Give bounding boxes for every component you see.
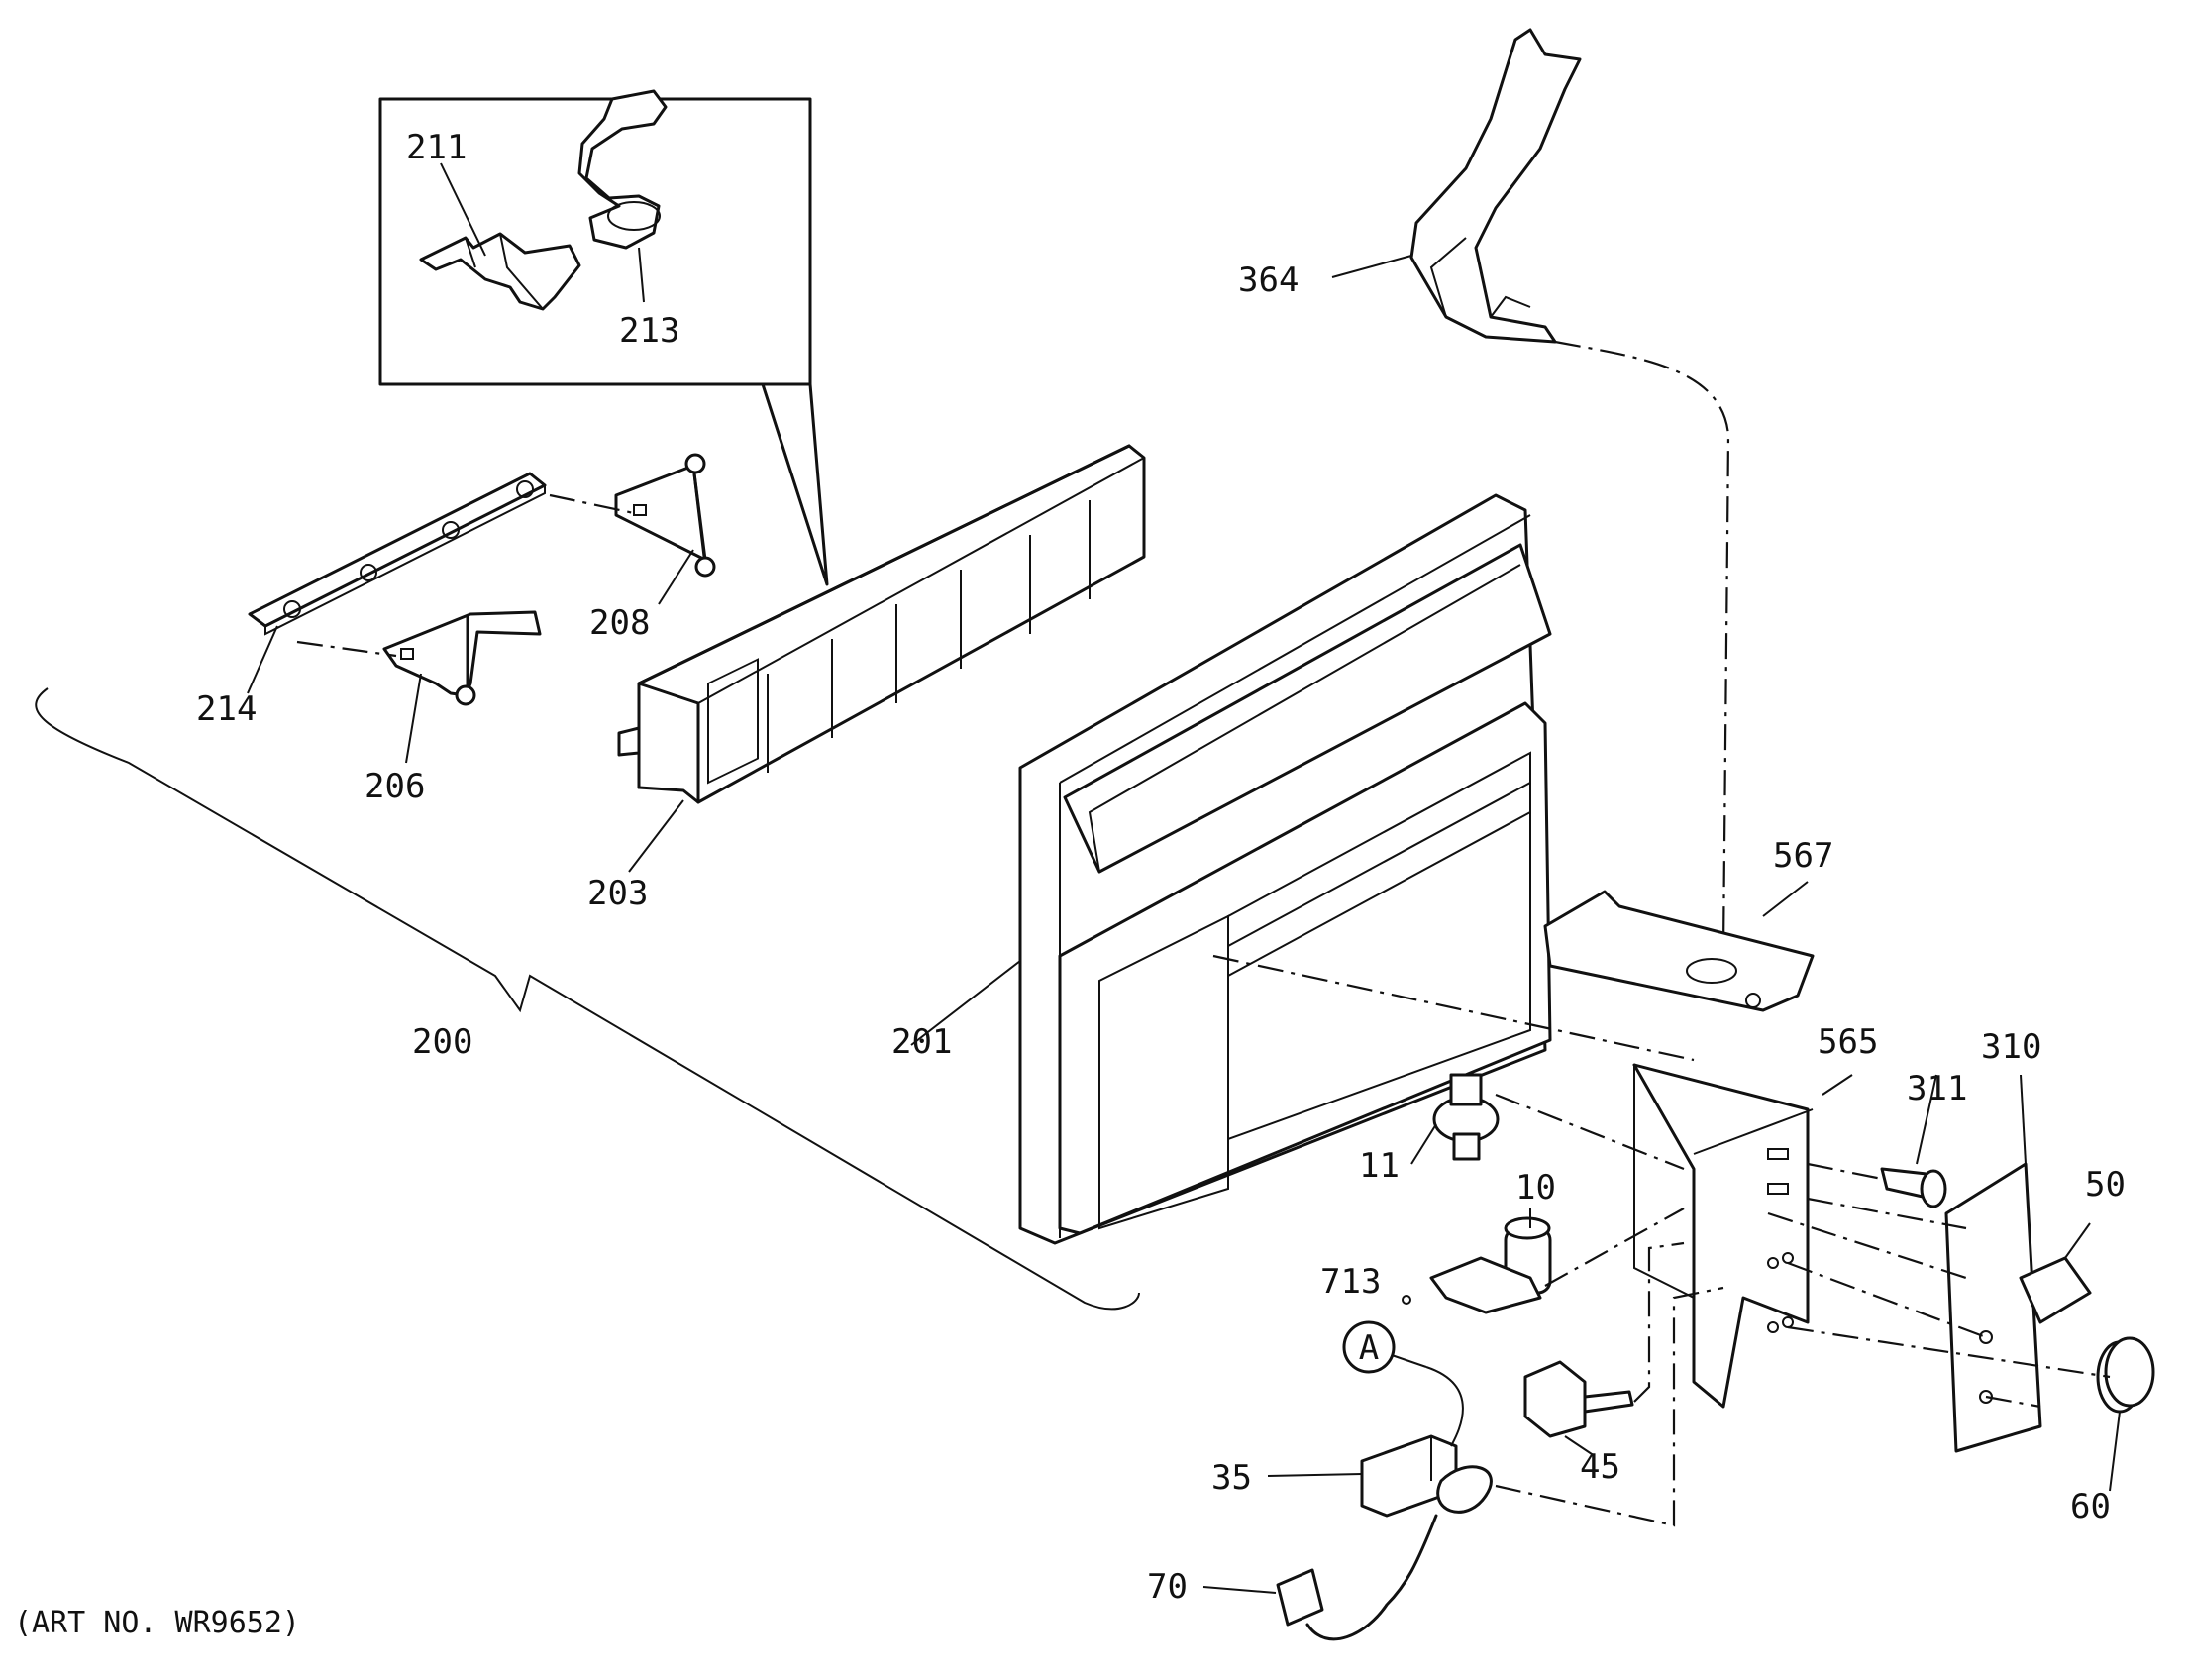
label-311: 311	[1907, 1069, 1967, 1108]
rail-214	[247, 472, 547, 694]
clip-213	[577, 89, 668, 303]
plug-35	[1267, 1434, 1493, 1518]
rocker-switch-50	[2019, 1222, 2092, 1324]
label-214: 214	[196, 689, 257, 729]
label-206: 206	[364, 767, 425, 806]
label-60: 60	[2070, 1487, 2111, 1526]
plug-70	[1202, 1568, 1324, 1627]
label-567: 567	[1773, 836, 1833, 876]
brace-200	[35, 687, 1140, 1311]
label-200: 200	[412, 1022, 472, 1062]
label-203: 203	[587, 874, 648, 913]
label-45: 45	[1580, 1447, 1620, 1487]
clamp-713	[1402, 1256, 1542, 1314]
label-10: 10	[1515, 1168, 1556, 1208]
label-213: 213	[619, 311, 679, 351]
switch-plate-310	[1944, 1074, 2042, 1453]
callout-a-letter: A	[1359, 1328, 1379, 1368]
thermostat-11	[1410, 1073, 1500, 1165]
label-713: 713	[1320, 1262, 1381, 1302]
front-grille-201	[910, 493, 1552, 1245]
label-201: 201	[891, 1022, 952, 1062]
art-number: (ART NO. WR9652)	[14, 1606, 300, 1640]
label-211: 211	[406, 128, 467, 167]
label-310: 310	[1981, 1027, 2041, 1067]
label-70: 70	[1147, 1567, 1188, 1607]
clip-211	[419, 162, 581, 311]
label-50: 50	[2085, 1165, 2126, 1205]
inset-detail-box	[378, 97, 829, 586]
lamp-311	[1880, 1074, 1947, 1208]
bracket-208	[614, 453, 716, 605]
label-35: 35	[1211, 1458, 1252, 1498]
relay-45	[1523, 1360, 1634, 1457]
label-565: 565	[1818, 1022, 1878, 1062]
part-567	[1543, 881, 1815, 1012]
louver-203	[617, 444, 1146, 873]
label-364: 364	[1238, 261, 1299, 300]
knob-60	[2096, 1336, 2155, 1492]
label-208: 208	[589, 603, 650, 643]
align-line-364	[1554, 340, 1730, 952]
control-bracket-565	[1632, 1063, 1853, 1409]
bracket-206	[382, 610, 542, 764]
label-11: 11	[1359, 1146, 1400, 1186]
callout-a: A	[1342, 1320, 1427, 1374]
part-364	[1331, 28, 1582, 344]
